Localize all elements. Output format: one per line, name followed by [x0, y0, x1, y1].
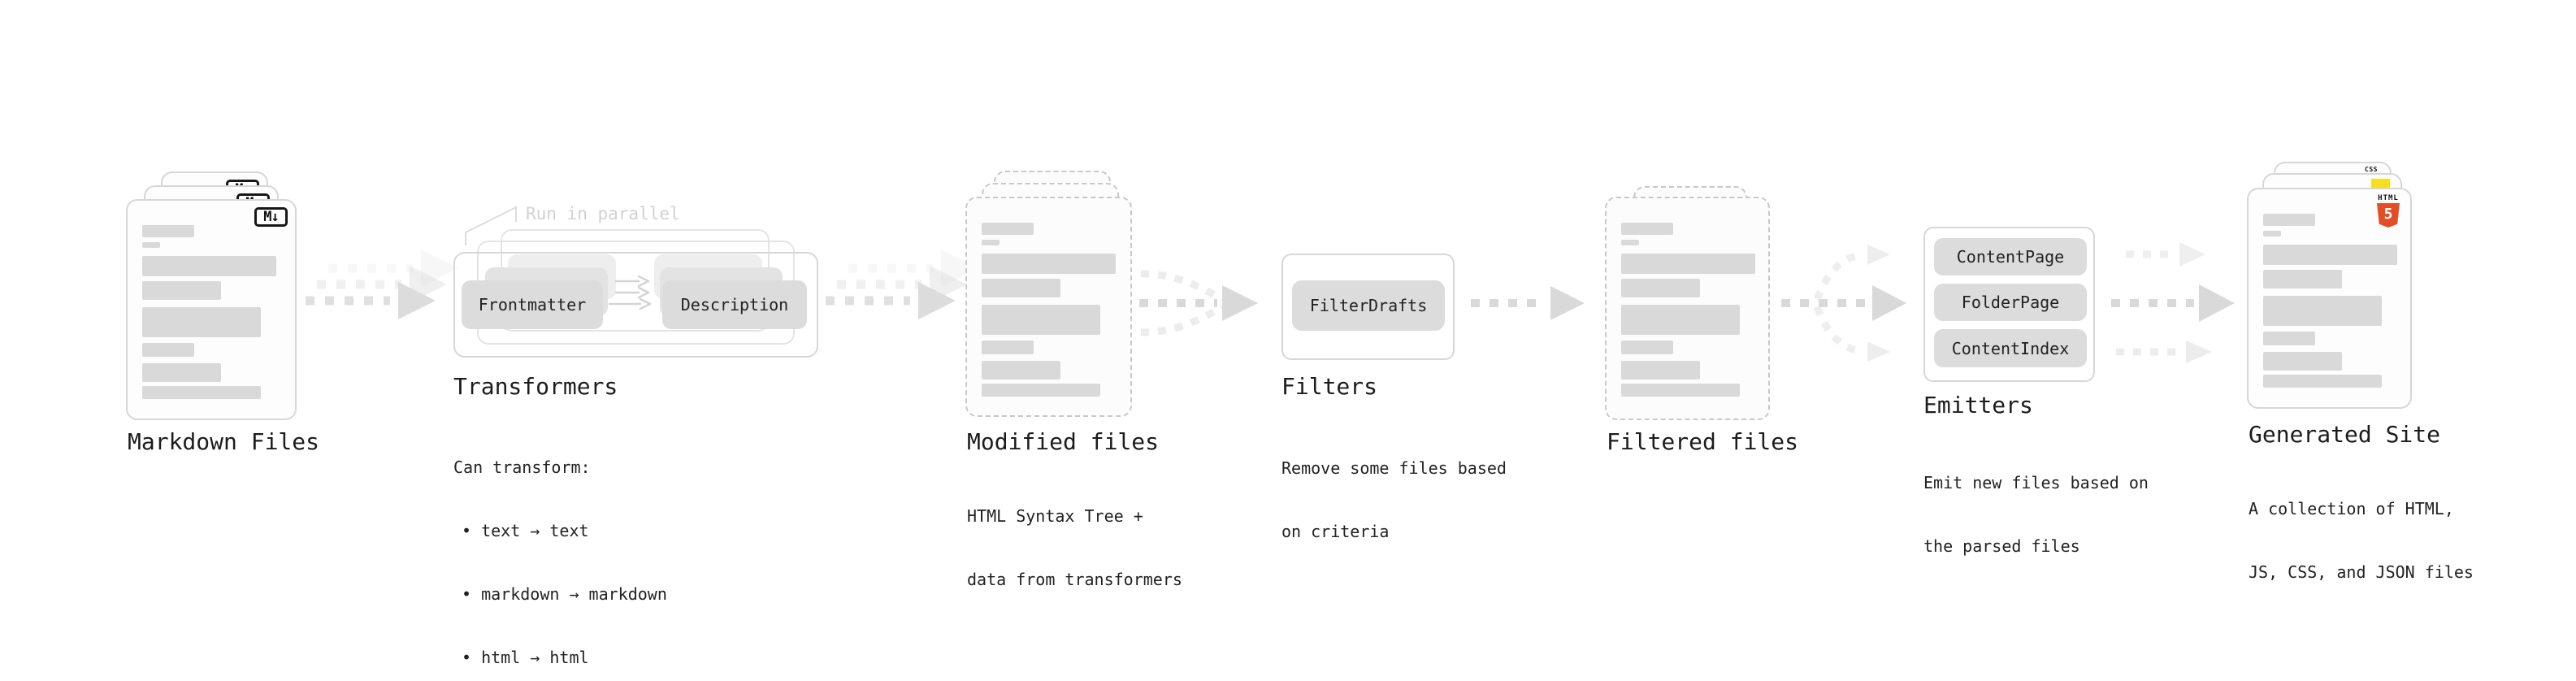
- desc-line: on criteria: [1281, 522, 1390, 541]
- placeholder-bar: [1621, 361, 1700, 380]
- placeholder-bar: [142, 386, 261, 399]
- placeholder-bar: [2263, 270, 2342, 288]
- placeholder-bar: [982, 240, 1000, 245]
- stage-label: Filtered files: [1607, 428, 1799, 455]
- stage-description: A collection of HTML, JS, CSS, and JSON …: [2249, 456, 2474, 625]
- transformer-frame: [453, 252, 818, 358]
- placeholder-bar: [142, 242, 160, 248]
- placeholder-bar: [142, 363, 221, 382]
- desc-line: the parsed files: [1923, 536, 2080, 556]
- flow-arrow: [826, 249, 978, 319]
- file-card: HTML 5: [2247, 188, 2412, 409]
- placeholder-bar: [2263, 245, 2397, 265]
- stage-label: Transformers: [453, 373, 618, 400]
- flow-arrow-triple: [2111, 242, 2235, 363]
- placeholder-bar: [982, 361, 1060, 380]
- desc-line: HTML Syntax Tree +: [967, 506, 1143, 526]
- stage-label: Generated Site: [2249, 421, 2441, 448]
- desc-line: Emit new files based on: [1923, 473, 2149, 492]
- filter-filterdrafts: FilterDrafts: [1292, 280, 1445, 331]
- desc-bullet: • text → text: [462, 521, 589, 540]
- run-in-parallel-annotation: Run in parallel: [526, 204, 680, 223]
- emitter-contentindex: ContentIndex: [1934, 329, 2087, 367]
- placeholder-bar: [1621, 305, 1740, 335]
- js-icon: [2371, 179, 2390, 189]
- placeholder-bar: [2263, 296, 2382, 326]
- placeholder-bar: [2263, 332, 2315, 345]
- desc-bullet: • html → html: [462, 648, 589, 667]
- emitter-contentpage: ContentPage: [1934, 238, 2087, 275]
- placeholder-bar: [142, 281, 221, 300]
- transformer-description: Description: [662, 280, 807, 329]
- run-in-parallel-leader-line: [465, 206, 517, 245]
- file-card: [965, 197, 1132, 417]
- desc-line: A collection of HTML,: [2249, 499, 2454, 518]
- desc-heading: Can transform:: [453, 458, 591, 477]
- placeholder-bar: [1621, 223, 1673, 235]
- emitter-folderpage: FolderPage: [1934, 284, 2087, 321]
- placeholder-bar: [982, 340, 1034, 354]
- placeholder-bar: [1621, 240, 1639, 245]
- file-card: M↓: [126, 199, 297, 420]
- html5-icon-word: HTML: [2378, 194, 2399, 202]
- stage-label: Markdown Files: [128, 428, 320, 455]
- placeholder-bar: [982, 254, 1116, 274]
- placeholder-bar: [2263, 231, 2281, 236]
- stage-label: Modified files: [967, 428, 1160, 455]
- flow-arrow-converge: [1139, 270, 1258, 336]
- placeholder-bar: [1621, 384, 1740, 397]
- html5-icon: HTML 5: [2377, 194, 2400, 228]
- placeholder-bar: [142, 307, 261, 337]
- desc-bullet: • markdown → markdown: [462, 584, 667, 604]
- stage-label: Filters: [1281, 373, 1378, 400]
- markdown-icon: M↓: [254, 207, 288, 227]
- placeholder-bar: [982, 384, 1100, 397]
- desc-line: data from transformers: [967, 570, 1182, 589]
- stage-label: Emitters: [1923, 392, 2033, 419]
- mini-arrows: [608, 275, 652, 310]
- placeholder-bar: [1621, 279, 1700, 297]
- css-icon-word: CSS: [2365, 166, 2378, 173]
- desc-line: JS, CSS, and JSON files: [2249, 562, 2474, 582]
- stage-description: HTML Syntax Tree + data from transformer…: [967, 463, 1182, 632]
- placeholder-bar: [1621, 340, 1673, 354]
- placeholder-bar: [142, 225, 194, 237]
- html5-icon-shield: 5: [2377, 203, 2400, 228]
- placeholder-bar: [2263, 375, 2382, 388]
- placeholder-bar: [2263, 214, 2315, 226]
- placeholder-bar: [142, 343, 194, 357]
- flow-arrow: [306, 249, 458, 319]
- desc-line: Remove some files based: [1281, 458, 1507, 478]
- stage-description: Can transform: • text → text • markdown …: [453, 414, 667, 681]
- placeholder-bar: [2263, 352, 2342, 371]
- placeholder-bar: [982, 223, 1034, 235]
- placeholder-bar: [982, 279, 1060, 297]
- file-card: [1605, 197, 1770, 420]
- placeholder-bar: [982, 305, 1100, 335]
- placeholder-bar: [142, 256, 276, 276]
- stage-description: Emit new files based on the parsed files: [1923, 430, 2149, 599]
- flow-arrow: [1471, 286, 1585, 320]
- stage-description: Remove some files based on criteria: [1281, 415, 1507, 584]
- placeholder-bar: [1621, 254, 1755, 274]
- transformer-frontmatter: Frontmatter: [462, 280, 603, 329]
- flow-arrow-diverge: [1781, 245, 1906, 362]
